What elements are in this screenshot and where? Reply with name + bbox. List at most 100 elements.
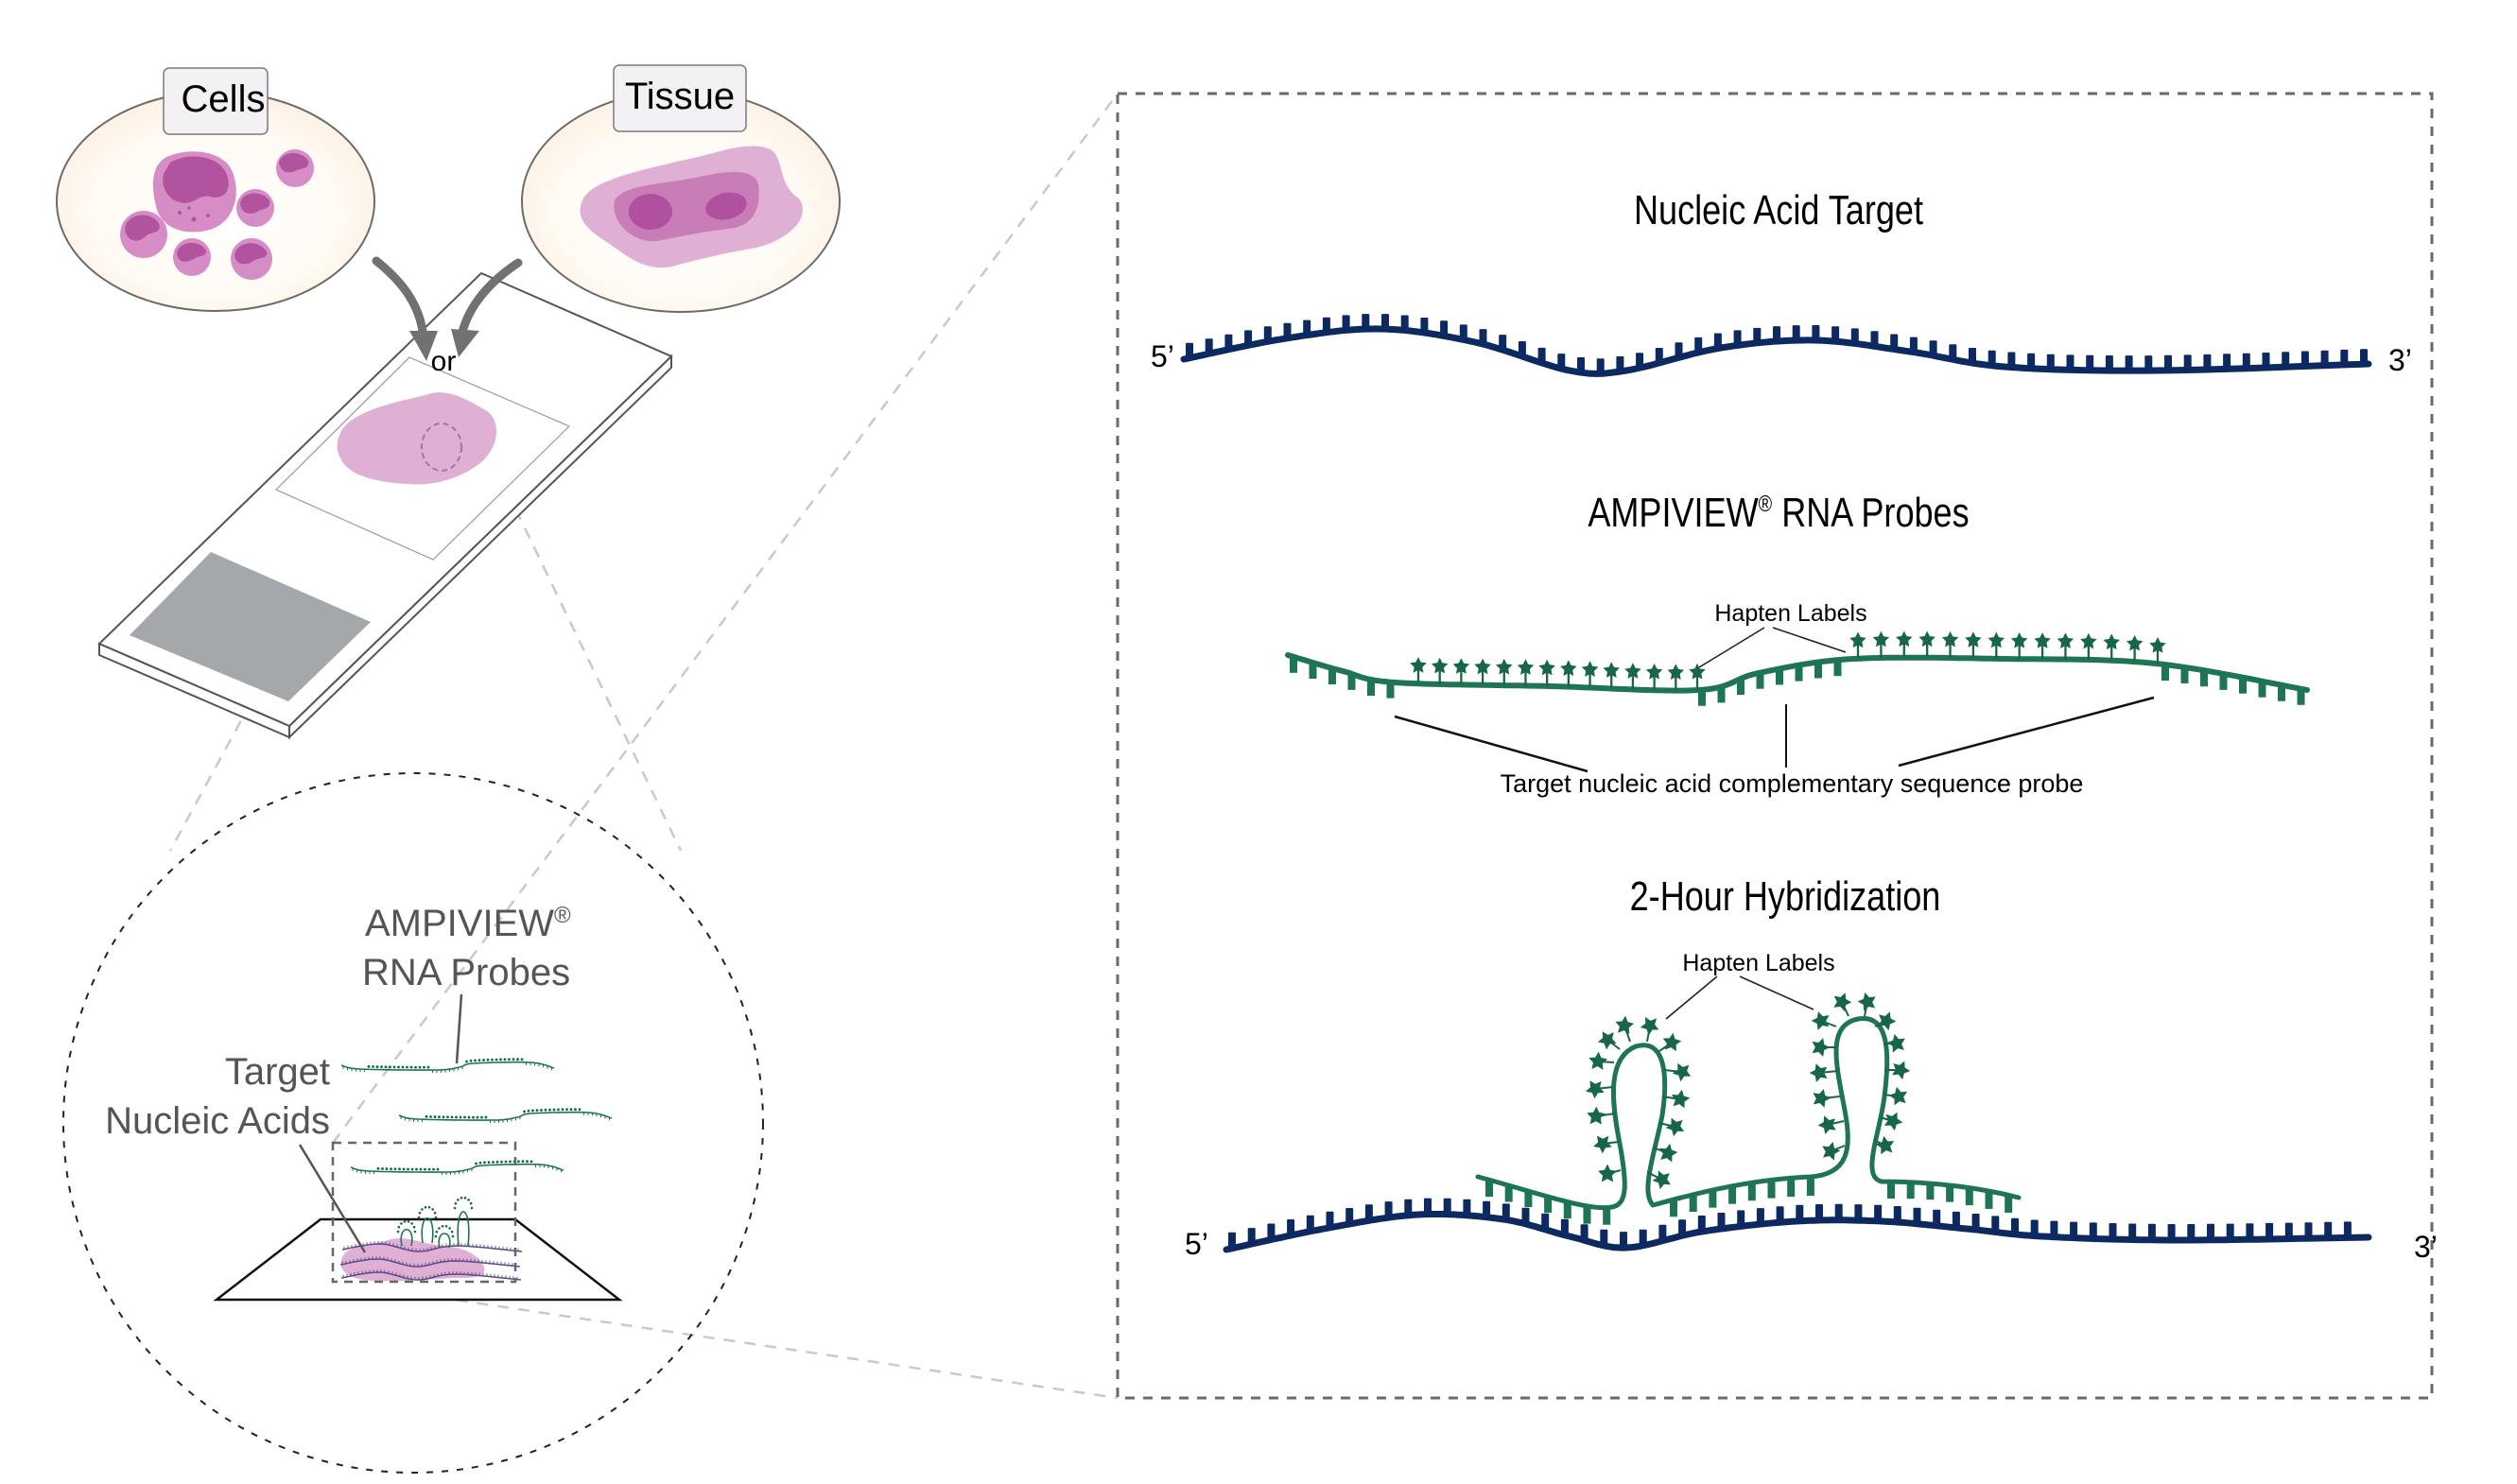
mini-hapten (401, 1065, 405, 1069)
detail-panel: Nucleic Acid Target 5’ 3’ AMPIVIEW® RNA … (1116, 92, 2438, 1400)
mini-hapten (448, 1227, 451, 1230)
slide-label-area (130, 552, 371, 701)
base-tooth (1776, 1206, 1784, 1223)
base-tooth (2187, 1224, 2196, 1240)
base-tooth (2180, 666, 2189, 683)
base-tooth (1713, 333, 1722, 349)
mini-hapten (429, 1115, 432, 1118)
mini-hapten (450, 1230, 454, 1234)
probe-backbone (1285, 652, 2310, 694)
hapten-label-icon (1886, 1083, 1912, 1109)
base-tooth (2343, 1221, 2352, 1238)
cells-arrow-head (409, 331, 438, 361)
zoom-region-box (331, 1141, 517, 1284)
base-tooth (2183, 354, 2192, 371)
tissue-label: Tissue (625, 76, 735, 117)
mini-hapten (492, 1161, 495, 1164)
base-tooth (2226, 1223, 2234, 1240)
section-nucleic-acid-target: Nucleic Acid Target 5’ 3’ (1151, 187, 2412, 377)
base-tooth (2086, 354, 2094, 371)
mini-hapten (531, 1109, 534, 1113)
mini-hapten (469, 1059, 473, 1062)
mini-hapten (431, 1208, 434, 1211)
mini-hapten (475, 1162, 477, 1165)
base-tooth (2027, 353, 2036, 369)
section-title: AMPIVIEW® RNA Probes (1588, 490, 1969, 536)
source-arrows (372, 256, 523, 343)
hapten-leader-line (1698, 627, 1765, 668)
base-tooth (2340, 349, 2349, 365)
base-tooth (1737, 679, 1745, 696)
hapten-label-icon (1819, 1139, 1843, 1162)
base-tooth (1483, 1200, 1491, 1217)
base-tooth (2011, 1217, 2019, 1234)
base-tooth (2258, 681, 2266, 698)
mini-hapten (516, 1058, 519, 1061)
base-tooth (1787, 1180, 1796, 1198)
section-title: Nucleic Acid Target (1634, 187, 1923, 233)
mini-hapten (557, 1108, 560, 1112)
hapten-label-icon (1586, 1106, 1606, 1125)
mini-target-strands (339, 1241, 523, 1281)
base-tooth (1887, 1182, 1895, 1199)
mini-hapten (380, 1065, 383, 1069)
base-tooth (2050, 1220, 2058, 1237)
base-tooth (2109, 1223, 2117, 1239)
mini-hapten (472, 1115, 475, 1119)
base-tooth (1424, 1198, 1432, 1215)
target-backbone (1180, 325, 2372, 377)
cell (120, 211, 167, 258)
complementary-leader-line (1898, 696, 2155, 768)
base-tooth (1309, 663, 1317, 680)
mini-hapten (397, 1065, 400, 1069)
base-tooth (1834, 1203, 1843, 1220)
mini-hapten (385, 1167, 389, 1170)
hapten-label-icon (1810, 1086, 1833, 1109)
base-tooth (1328, 668, 1336, 685)
mini-target-backbone (341, 1243, 523, 1252)
section-rna-probes: AMPIVIEW® RNA Probes Hapten Labels Targe… (1285, 490, 2310, 798)
base-tooth (1831, 326, 1840, 342)
base-tooth (1479, 329, 1487, 345)
base-tooth (1767, 1181, 1776, 1199)
zoom-callout: AMPIVIEW® RNA Probes Target Nucleic Acid… (62, 772, 764, 1474)
base-tooth (1806, 1179, 1814, 1197)
mini-hapten (540, 1109, 543, 1112)
mini-hapten (413, 1230, 417, 1234)
base-tooth (1583, 1206, 1591, 1224)
base-tooth (1737, 1210, 1745, 1227)
hapten-label-icon (1809, 1007, 1835, 1033)
base-tooth (1965, 1188, 1973, 1206)
hapten-leader-line (1665, 975, 1718, 1020)
mini-hapten (565, 1108, 568, 1112)
base-tooth (2203, 354, 2212, 370)
hapten-labels-label: Hapten Labels (1682, 950, 1834, 976)
base-tooth (1577, 357, 1585, 372)
section-hybridization: 2-Hour Hybridization Hapten Labels 5’ 3’ (1185, 873, 2438, 1264)
hapten-leader-line (1739, 975, 1814, 1010)
mini-hapten (427, 1167, 431, 1171)
base-tooth (1443, 1198, 1451, 1215)
mini-hapten (407, 1219, 410, 1223)
mini-hapten (455, 1115, 458, 1119)
base-tooth (1747, 1183, 1756, 1201)
hapten-label-icon (1830, 989, 1854, 1013)
base-tooth (2030, 1219, 2039, 1236)
base-tooth (1946, 1184, 1954, 1202)
mini-hapten (512, 1058, 515, 1061)
base-tooth (1814, 662, 1822, 679)
hapten-label-icon (1650, 1165, 1676, 1192)
mini-hapten (476, 1115, 479, 1119)
base-tooth (2278, 684, 2285, 701)
cell (276, 149, 314, 187)
mini-hapten (509, 1160, 512, 1164)
base-tooth (1267, 1223, 1276, 1240)
mini-hapten (418, 1065, 422, 1069)
mini-hapten (442, 1115, 445, 1119)
hapten-label-icon (1614, 1014, 1635, 1035)
base-tooth (1620, 1232, 1627, 1249)
mini-hapten (499, 1058, 502, 1061)
base-tooth (1812, 325, 1820, 340)
base-tooth (1698, 689, 1706, 706)
mini-hapten (414, 1065, 417, 1069)
